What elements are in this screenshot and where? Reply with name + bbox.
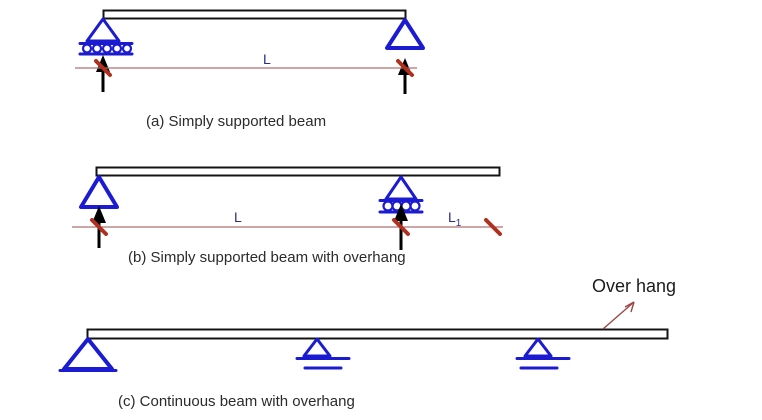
caption-c: (c) Continuous beam with overhang — [118, 393, 355, 410]
reaction-arrow-head-icon — [394, 204, 408, 221]
caption-b: (b) Simply supported beam with overhang — [128, 249, 406, 266]
roller-wheel-icon — [382, 200, 394, 212]
overhang-leader-arrowhead-icon — [624, 301, 635, 308]
dimension-tick — [396, 59, 414, 77]
dimension-tick — [392, 218, 410, 236]
roller-wheel-icon — [101, 43, 113, 54]
figure-b-graphics — [72, 166, 503, 250]
pin-support-triangle-icon — [79, 175, 119, 209]
caption-a: (a) Simply supported beam — [146, 113, 327, 130]
dimension-tick — [94, 59, 112, 77]
roller-wheel-icon — [91, 43, 103, 54]
beam-b — [95, 166, 501, 177]
roller-support-triangle-icon — [523, 337, 553, 358]
overhang-leader-arrowhead-icon — [630, 301, 635, 313]
figure-c-graphics — [58, 301, 669, 372]
roller-wheel-icon — [121, 43, 133, 54]
span-label-b: L — [234, 209, 242, 225]
roller-wheel-icon — [111, 43, 123, 54]
roller-wheel-icon — [409, 200, 421, 212]
overhang-annotation: Over hang — [592, 276, 677, 296]
dimension-tick — [90, 218, 108, 236]
beam-c — [86, 328, 669, 340]
roller-wheel-icon — [81, 43, 93, 54]
overhang-span-label-subscript: 1 — [455, 217, 462, 229]
reaction-arrow-head-icon — [92, 206, 106, 223]
overhang-span-label-base: L — [448, 209, 456, 225]
pin-support-triangle-icon — [62, 337, 114, 371]
pin-support-triangle-icon — [385, 18, 425, 50]
figure-a-graphics — [75, 9, 425, 94]
dimension-tick — [484, 218, 502, 236]
roller-support-triangle-icon — [85, 17, 121, 43]
span-label-a: L — [263, 51, 271, 67]
roller-support-triangle-icon — [384, 175, 418, 201]
roller-support-triangle-icon — [302, 337, 332, 358]
overhang-span-label-b: L1 — [448, 210, 461, 229]
beam-a — [102, 9, 407, 20]
overhang-leader-line — [602, 301, 635, 330]
